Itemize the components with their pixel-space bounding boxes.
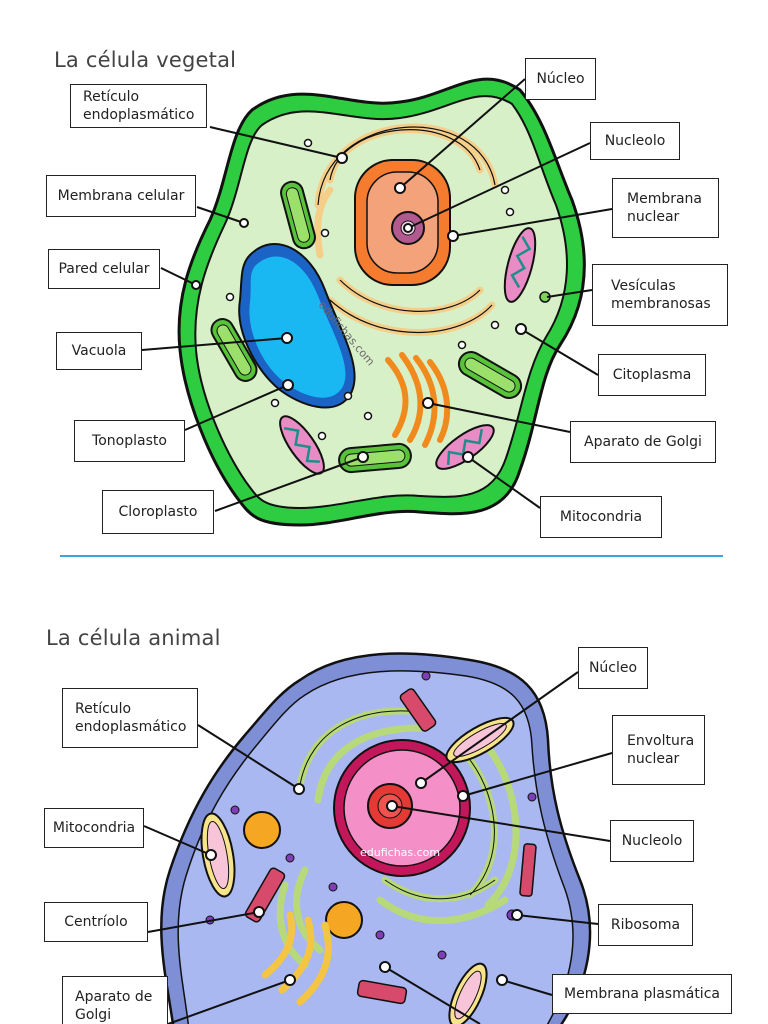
animal-label-envoltura: Envoltura nuclear <box>612 715 705 785</box>
animal-watermark: edufichas.com <box>360 846 440 859</box>
animal-leader-dots <box>205 777 523 986</box>
plant-cell-diagram: edufichas.com <box>141 77 613 527</box>
animal-lysosomes <box>243 811 363 939</box>
animal-label-nucleo: Núcleo <box>578 647 648 689</box>
plant-label-golgi: Aparato de Golgi <box>570 421 716 463</box>
plant-label-tonoplasto: Tonoplasto <box>74 420 185 462</box>
plant-vacuole <box>238 243 356 409</box>
animal-label-membrana-plasmatica: Membrana plasmática <box>552 974 732 1014</box>
plant-mitochondria <box>279 227 537 475</box>
plant-leader-lines <box>141 78 613 512</box>
animal-leader-lines <box>143 671 613 1024</box>
plant-label-pared-celular: Pared celular <box>48 249 160 289</box>
animal-label-reticulo: Retículo endoplasmático <box>62 688 198 748</box>
animal-label-ribosoma: Ribosoma <box>598 904 693 946</box>
plant-label-nucleolo: Nucleolo <box>590 122 680 160</box>
plant-label-vacuola: Vacuola <box>56 332 142 370</box>
plant-label-reticulo: Retículo endoplasmático <box>70 84 207 128</box>
animal-cell-title: La célula animal <box>46 626 221 650</box>
plant-label-vesiculas: Vesículas membranosas <box>592 264 728 326</box>
plant-leader-dots <box>191 152 527 463</box>
animal-label-mitocondria: Mitocondria <box>44 808 144 848</box>
animal-label-centriolo: Centríolo <box>44 902 148 942</box>
plant-label-cloroplasto: Cloroplasto <box>102 490 214 534</box>
plant-label-nucleo: Núcleo <box>525 58 596 100</box>
plant-label-citoplasma: Citoplasma <box>598 354 706 396</box>
animal-label-nucleolo: Nucleolo <box>610 820 694 862</box>
plant-label-membrana-nuclear: Membrana nuclear <box>612 178 719 238</box>
plant-vesicles <box>225 138 551 441</box>
plant-label-membrana-celular: Membrana celular <box>46 175 196 217</box>
section-divider <box>60 555 723 557</box>
plant-nucleus <box>354 159 451 286</box>
plant-cell-title: La célula vegetal <box>54 48 237 72</box>
plant-label-mitocondria: Mitocondria <box>540 496 662 538</box>
animal-label-golgi: Aparato de Golgi <box>62 976 168 1024</box>
